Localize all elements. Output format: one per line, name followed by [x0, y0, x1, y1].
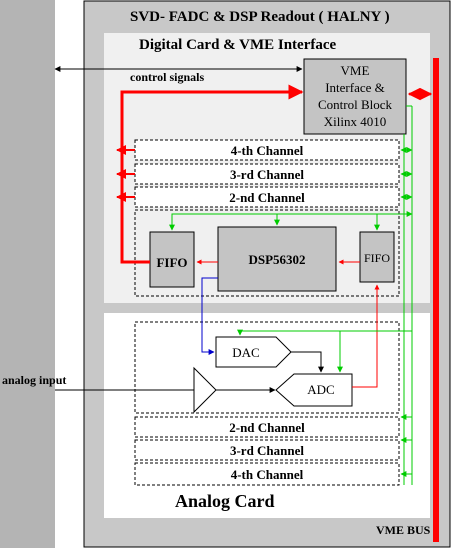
green-dsp-bus	[169, 211, 413, 231]
dsp-block	[217, 226, 337, 292]
control-signals-label: control signals	[130, 70, 205, 84]
dsp-to-dac-line	[201, 277, 218, 355]
adc-block	[275, 373, 353, 407]
vme-block-line-4: Xilinx 4010	[323, 114, 387, 129]
vme-block	[303, 58, 407, 135]
digital-channel-4-label: 4-th Channel	[230, 143, 304, 158]
analog-channel-1-area	[134, 321, 400, 414]
fifo-left-block	[149, 231, 195, 288]
adc-to-fifo-right	[352, 284, 380, 388]
vme-block-line-2: Interface &	[325, 80, 385, 95]
vme-block-line-3: Control Block	[317, 97, 393, 112]
digital-channel-2-label: 2-nd Channel	[229, 190, 305, 205]
fifo-left-label: FIFO	[156, 255, 188, 270]
fifo-right-label: FIFO	[363, 251, 390, 265]
vme-bus-label: VME BUS	[376, 523, 431, 537]
analog-channel-4-label: 4-th Channel	[230, 467, 304, 482]
dac-block	[215, 336, 292, 368]
green-analog-bus	[237, 329, 412, 336]
diagram-title: SVD- FADC & DSP Readout ( HALNY )	[130, 9, 390, 25]
left-gray-strip	[0, 0, 55, 548]
analog-input-label: analog input	[2, 373, 67, 387]
analog-card-title: Analog Card	[175, 491, 275, 511]
dac-label: DAC	[232, 345, 260, 360]
analog-channel-3	[134, 439, 400, 461]
fifo-right-block	[359, 231, 395, 283]
adc-label: ADC	[307, 382, 335, 397]
analog-channel-3-label: 3-rd Channel	[229, 443, 305, 458]
digital-card-title: Digital Card & VME Interface	[139, 37, 337, 53]
dsp-label: DSP56302	[248, 252, 306, 267]
analog-channel-2	[134, 416, 400, 438]
analog-channel-2-label: 2-nd Channel	[229, 420, 305, 435]
digital-channel-1-area	[134, 209, 400, 297]
digital-channel-3-label: 3-rd Channel	[229, 167, 305, 182]
dac-to-adc-line	[291, 351, 324, 373]
analog-channel-4	[134, 462, 400, 486]
vme-block-line-1: VME	[340, 63, 370, 78]
